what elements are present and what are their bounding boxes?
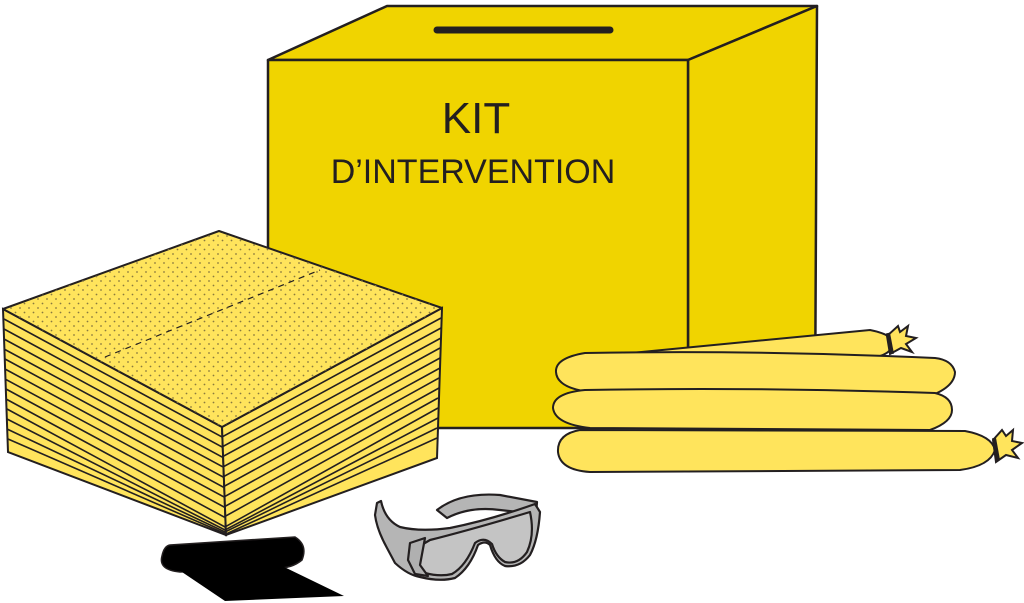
- box-title-line1: KIT: [442, 94, 510, 143]
- sock-bottom: [556, 428, 997, 474]
- sock-middle: [551, 388, 954, 432]
- sock-upper: [555, 351, 957, 396]
- disposal-bag: [160, 536, 344, 601]
- sock-tied-end-top-icon: [885, 323, 919, 356]
- goggles-side-shield: [406, 536, 430, 578]
- absorbent-socks: [551, 323, 1024, 474]
- bag-flat-sheet: [176, 564, 344, 601]
- pads-top-dots: [3, 231, 442, 427]
- sock-tied-end-bottom-icon: [991, 427, 1024, 464]
- pads-layer-lines: [3, 317, 442, 535]
- pads-perforation: [104, 269, 321, 358]
- absorbent-pads-stack: [1, 230, 444, 537]
- goggles-lens: [411, 510, 534, 577]
- box-title-line2: D’INTERVENTION: [331, 153, 616, 191]
- safety-goggles: [373, 493, 542, 581]
